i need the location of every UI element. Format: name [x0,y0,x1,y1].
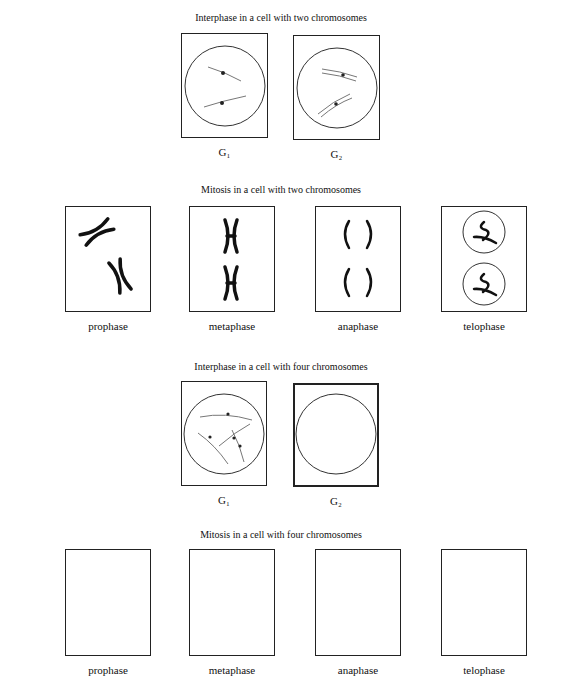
panel-frame [189,206,275,312]
panel-frame [441,549,527,656]
panel-frame [65,549,151,656]
cell-panel: G₂ [293,35,380,162]
phase-label: G₂ [330,495,342,507]
phase-label: anaphase [338,664,378,676]
cell-panel: G₁ [181,381,267,508]
section-heading: Mitosis in a cell with four chromosomes [200,529,362,540]
panel-frame [293,383,379,487]
phase-label: telophase [463,664,505,676]
panel-frame [441,206,527,312]
section-heading: Mitosis in a cell with two chromosomes [201,184,361,195]
phase-label: G₁ [218,494,230,506]
phase-label: metaphase [209,320,255,332]
section-heading: Interphase in a cell with two chromosome… [195,12,367,23]
phase-label: anaphase [338,320,378,332]
panel-frame [189,549,275,656]
cell-panel: anaphase [315,549,401,678]
phase-label: prophase [88,664,128,676]
panel-frame [181,33,268,138]
panel-frame [315,549,401,656]
cell-panel: telophase [441,206,527,334]
cell-panel: anaphase [315,206,401,334]
phase-label: G₁ [219,146,231,158]
cell-panel: prophase [65,549,151,678]
cell-panel: G₁ [181,33,268,160]
phase-label: telophase [463,320,505,332]
cell-panel: prophase [65,206,151,334]
cell-panel: telophase [441,549,527,678]
cell-panel: G₂ [293,383,379,509]
panel-frame [65,206,151,312]
cell-panel: metaphase [189,549,275,678]
panel-frame [315,206,401,312]
panel-frame [293,35,380,140]
section-heading: Interphase in a cell with four chromosom… [194,361,367,372]
panel-frame [181,381,267,486]
phase-label: prophase [88,320,128,332]
cell-panel: metaphase [189,206,275,334]
phase-label: metaphase [209,664,255,676]
phase-label: G₂ [331,148,343,160]
